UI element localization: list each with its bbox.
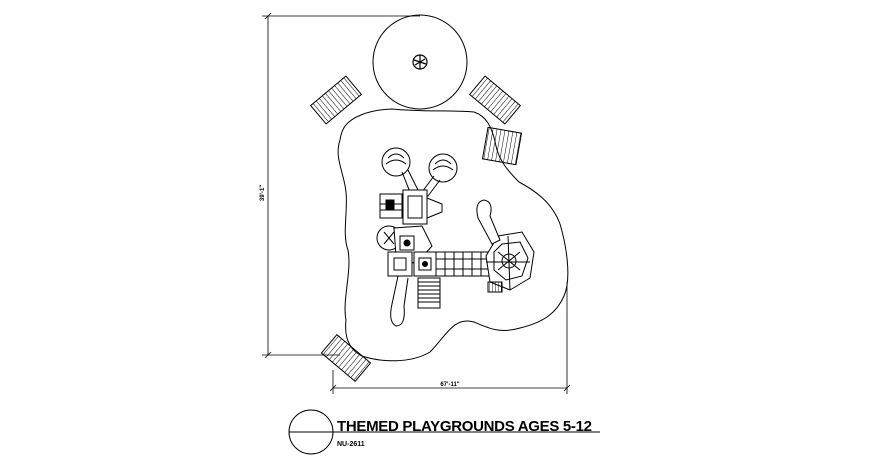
slide-bottom bbox=[390, 275, 409, 327]
round-play-area bbox=[372, 14, 468, 110]
hatched-ramp-top-right bbox=[468, 75, 522, 125]
upper-deck bbox=[379, 189, 443, 225]
vertical-dimension bbox=[262, 12, 420, 359]
hexagon-deck bbox=[485, 231, 535, 291]
drawing-title: THEMED PLAYGROUNDS AGES 5-12 bbox=[337, 418, 592, 435]
stairs bbox=[417, 277, 441, 309]
drawing-code: NU-2611 bbox=[337, 441, 365, 448]
horizontal-dimension-label: 67'-11" bbox=[440, 382, 459, 388]
middle-deck bbox=[376, 225, 437, 277]
horizontal-dimension bbox=[329, 282, 571, 394]
hatched-ramp-top-left bbox=[309, 75, 363, 125]
slide-right bbox=[476, 199, 501, 245]
slide-top-left bbox=[381, 147, 419, 193]
hatched-ramp-bottom-left bbox=[320, 333, 372, 383]
bridge bbox=[435, 251, 493, 277]
title-symbol bbox=[288, 409, 600, 455]
hatched-ramp-right bbox=[481, 126, 523, 166]
safety-surface-boundary bbox=[337, 108, 569, 362]
vertical-dimension-label: 39'-1" bbox=[260, 185, 266, 201]
play-structure bbox=[376, 147, 535, 327]
hexagon-steps bbox=[487, 281, 503, 293]
